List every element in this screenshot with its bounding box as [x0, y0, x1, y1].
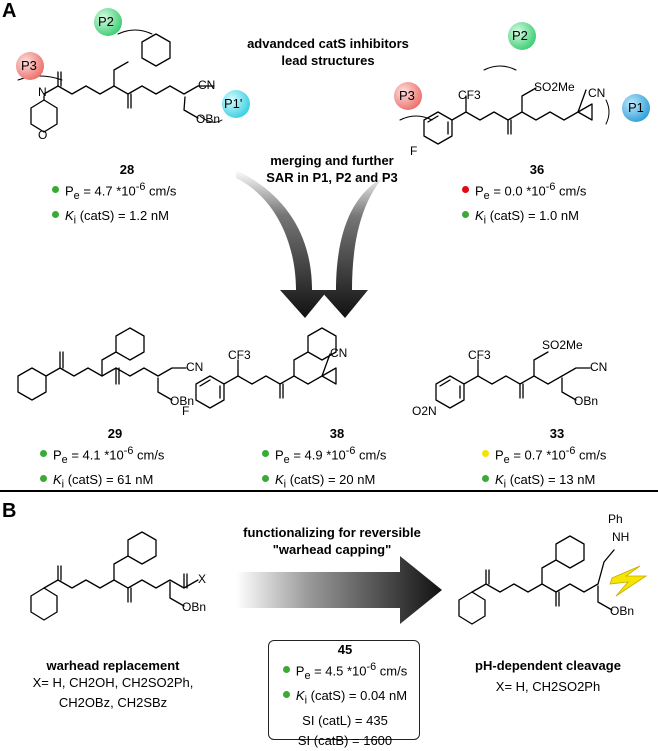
status-dot-green	[262, 450, 269, 458]
c28-morpholine-ring	[30, 99, 58, 133]
p2-label-36: P2	[512, 28, 528, 43]
compound-33: 33 Pe = 0.7 *10-6 cm/s Ki (catS) = 13 nM	[482, 426, 632, 495]
atom-cn-33: CN	[590, 360, 608, 374]
b-left-cyclohexyl	[127, 531, 157, 565]
atom-f-36: F	[410, 144, 418, 158]
p1-label-36: P1	[628, 100, 644, 115]
merge-arrow-right	[320, 172, 388, 318]
status-dot-green	[262, 474, 269, 482]
status-dot-green	[40, 474, 47, 482]
atom-cf3-38: CF3	[228, 348, 251, 362]
status-dot-red	[462, 186, 469, 194]
c38-phenyl	[195, 375, 225, 409]
atom-cn-36: CN	[588, 86, 606, 100]
ph-cleavage: pH-dependent cleavage X= H, CH2SO2Ph	[475, 658, 621, 694]
p3-ball-28	[16, 52, 44, 80]
b-right-morpholine	[458, 591, 486, 625]
atom-o-28: O	[38, 128, 48, 142]
atom-x-b-left: X	[198, 572, 207, 586]
atom-cf3-36: CF3	[458, 88, 481, 102]
p2-label-28: P2	[98, 14, 114, 29]
p2-ball-36	[508, 22, 536, 50]
atom-ph-b-right: Ph	[608, 512, 623, 526]
compound-28: 28 Pe = 4.7 *10-6 cm/s Ki (catS) = 1.2 n…	[52, 162, 202, 231]
status-dot-green	[40, 450, 47, 458]
c33-phenyl	[435, 375, 465, 409]
b-right-cyclohexyl	[555, 535, 585, 569]
p2-ball-28	[94, 8, 122, 36]
atom-n-28: N	[38, 85, 47, 99]
atom-cn-28: CN	[198, 78, 216, 92]
p3-ball-36	[394, 82, 422, 110]
atom-o2n-33: O2N	[412, 404, 437, 418]
status-dot-green	[462, 210, 469, 218]
p3-label-36: P3	[399, 88, 415, 103]
atom-so2me-33: SO2Me	[542, 338, 583, 352]
compound-45-box	[268, 640, 420, 740]
warhead-replacement: warhead replacement X= H, CH2OH, CH2SO2P…	[32, 658, 194, 710]
status-dot-green	[482, 474, 489, 482]
status-dot-green	[52, 210, 59, 218]
p3-label-28: P3	[21, 58, 37, 73]
p1-ball-36	[622, 94, 650, 122]
status-dot-green	[282, 666, 290, 674]
atom-obn-28: OBn	[196, 112, 221, 126]
p1prime-ball-28	[222, 90, 250, 118]
p1prime-label-28: P1'	[224, 96, 243, 111]
atom-cn-29: CN	[186, 360, 204, 374]
b-left-morpholine	[30, 587, 58, 621]
capping-caption: functionalizing for reversible"warhead c…	[243, 525, 421, 557]
c28-cyclohexyl	[141, 33, 171, 67]
atom-obn-b-left: OBn	[182, 600, 207, 614]
atom-so2me-36: SO2Me	[534, 80, 575, 94]
status-dot-green	[282, 690, 290, 698]
atom-cf3-33: CF3	[468, 348, 491, 362]
compound-45: 45 Pe = 4.5 *10-6 cm/s Ki (catS) = 0.04 …	[270, 642, 420, 751]
capping-arrow	[236, 556, 442, 624]
compound-36: 36 Pe = 0.0 *10-6 cm/s Ki (catS) = 1.0 n…	[462, 162, 612, 231]
atom-obn-29: OBn	[170, 394, 195, 408]
panel-label-a: A	[2, 0, 17, 22]
c38-cyclohexyl	[307, 327, 337, 361]
atom-cn-38: CN	[330, 346, 348, 360]
compound-38: 38 Pe = 4.9 *10-6 cm/s Ki (catS) = 20 nM	[262, 426, 412, 495]
status-dot-yellow	[482, 450, 489, 458]
c29-oxane	[17, 367, 47, 401]
c28-chain	[43, 85, 185, 101]
compound-29: 29 Pe = 4.1 *10-6 cm/s Ki (catS) = 61 nM	[40, 426, 190, 495]
c36-phenyl	[423, 111, 453, 145]
merge-arrow-left	[236, 170, 328, 318]
panel-label-b: B	[2, 500, 17, 522]
atom-f-38: F	[182, 404, 190, 418]
atom-nh-b-right: NH	[612, 530, 630, 544]
atom-obn-33: OBn	[574, 394, 599, 408]
cleavage-bolt	[609, 565, 648, 597]
status-dot-green	[52, 186, 59, 194]
atom-obn-b-right: OBn	[610, 604, 635, 618]
c29-cyclohexyl	[115, 327, 145, 361]
